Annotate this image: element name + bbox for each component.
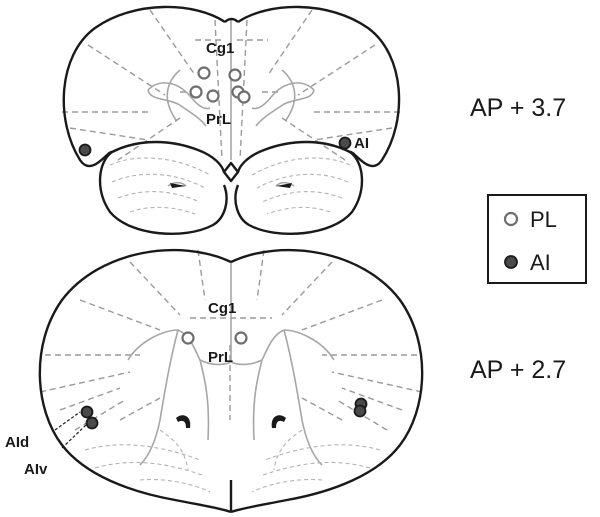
prl-label-top: PrL bbox=[206, 111, 231, 128]
legend-pl-label: PL bbox=[530, 207, 557, 232]
ai-site-marker bbox=[78, 143, 92, 157]
ai-site-marker bbox=[353, 404, 367, 418]
ai-site-marker bbox=[85, 416, 99, 430]
cg1-label-bottom: Cg1 bbox=[208, 300, 236, 317]
aiv-label: AIv bbox=[24, 461, 48, 478]
ai-site-marker bbox=[338, 136, 352, 150]
section-ap-2-7: Cg1 PrL AId AIv AP + 2.7 bbox=[5, 248, 566, 514]
ap-label-top: AP + 3.7 bbox=[470, 94, 566, 122]
section-ap-3-7: Cg1 PrL AI AP + 3.7 bbox=[62, 5, 566, 235]
olfactory-detail-top bbox=[109, 157, 351, 215]
cg1-label-top: Cg1 bbox=[206, 40, 234, 57]
pl-site-marker bbox=[206, 89, 220, 103]
atlas-boundaries-bottom bbox=[39, 249, 423, 431]
pl-site-marker bbox=[189, 85, 203, 99]
white-matter-bottom bbox=[127, 262, 335, 466]
pl-site-marker bbox=[234, 331, 248, 345]
legend-ai-label: AI bbox=[530, 250, 551, 275]
legend-box bbox=[487, 194, 587, 284]
white-matter-top bbox=[147, 18, 315, 160]
ap-label-bottom: AP + 2.7 bbox=[470, 356, 566, 384]
legend-pl-marker bbox=[503, 211, 519, 227]
pl-site-marker bbox=[197, 66, 211, 80]
anterior-commissure-left-mark bbox=[176, 415, 191, 428]
aid-leader-line bbox=[54, 411, 81, 431]
injection-sites-bottom bbox=[80, 331, 368, 430]
injection-sites-top bbox=[78, 66, 352, 157]
brain-outline-top bbox=[62, 5, 401, 235]
ai-site-marker bbox=[80, 405, 94, 419]
prl-label-bottom: PrL bbox=[208, 349, 233, 366]
striatal-detail-bottom bbox=[84, 429, 381, 493]
legend-ai-marker bbox=[504, 255, 518, 269]
pl-site-marker bbox=[237, 90, 251, 104]
aid-label: AId bbox=[5, 434, 29, 451]
anterior-commissure-left-mark bbox=[170, 183, 186, 188]
legend: PL AI bbox=[487, 194, 587, 284]
pl-site-marker bbox=[228, 68, 242, 82]
anterior-commissure-right-mark bbox=[276, 183, 292, 188]
aiv-leader-line bbox=[61, 424, 87, 449]
pl-site-marker bbox=[181, 331, 195, 345]
brain-outline-bottom bbox=[38, 248, 424, 514]
ai-label-top: AI bbox=[354, 135, 369, 152]
anterior-commissure-right-mark bbox=[271, 415, 286, 428]
